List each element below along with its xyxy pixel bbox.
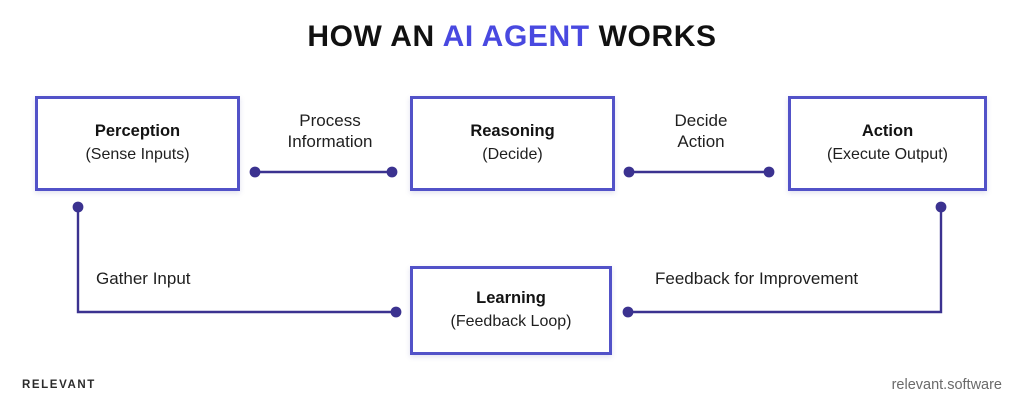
brand-url: relevant.software bbox=[891, 377, 1002, 393]
node-reasoning-title: Reasoning bbox=[470, 122, 555, 141]
connector-process bbox=[249, 166, 398, 178]
node-action[interactable]: Action (Execute Output) bbox=[788, 96, 987, 191]
connector-gather bbox=[72, 201, 402, 318]
node-perception-title: Perception bbox=[94, 122, 181, 141]
node-reasoning[interactable]: Reasoning (Decide) bbox=[410, 96, 615, 191]
connector-label-decide: Decide Action bbox=[674, 111, 728, 152]
node-learning[interactable]: Learning (Feedback Loop) bbox=[410, 266, 612, 355]
connector-decide bbox=[623, 166, 775, 178]
title-accent: AI AGENT bbox=[442, 20, 590, 53]
title-trail: WORKS bbox=[589, 20, 717, 53]
node-perception-subtitle: (Sense Inputs) bbox=[85, 145, 190, 163]
node-learning-title: Learning bbox=[476, 289, 546, 308]
node-action-title: Action bbox=[861, 122, 914, 141]
node-reasoning-subtitle: (Decide) bbox=[482, 145, 543, 163]
connector-label-feedback: Feedback for Improvement bbox=[655, 269, 859, 288]
title-lead: HOW AN bbox=[307, 20, 443, 53]
node-action-subtitle: (Execute Output) bbox=[827, 145, 948, 163]
connector-feedback bbox=[622, 201, 947, 318]
connector-label-gather: Gather Input bbox=[96, 269, 191, 288]
connector-label-process: Process Information bbox=[287, 111, 373, 152]
node-learning-subtitle: (Feedback Loop) bbox=[450, 312, 572, 330]
brand-logo: RELEVANT bbox=[22, 379, 96, 391]
node-perception[interactable]: Perception (Sense Inputs) bbox=[35, 96, 240, 191]
page-title: HOW AN AI AGENT WORKS bbox=[0, 20, 1024, 54]
